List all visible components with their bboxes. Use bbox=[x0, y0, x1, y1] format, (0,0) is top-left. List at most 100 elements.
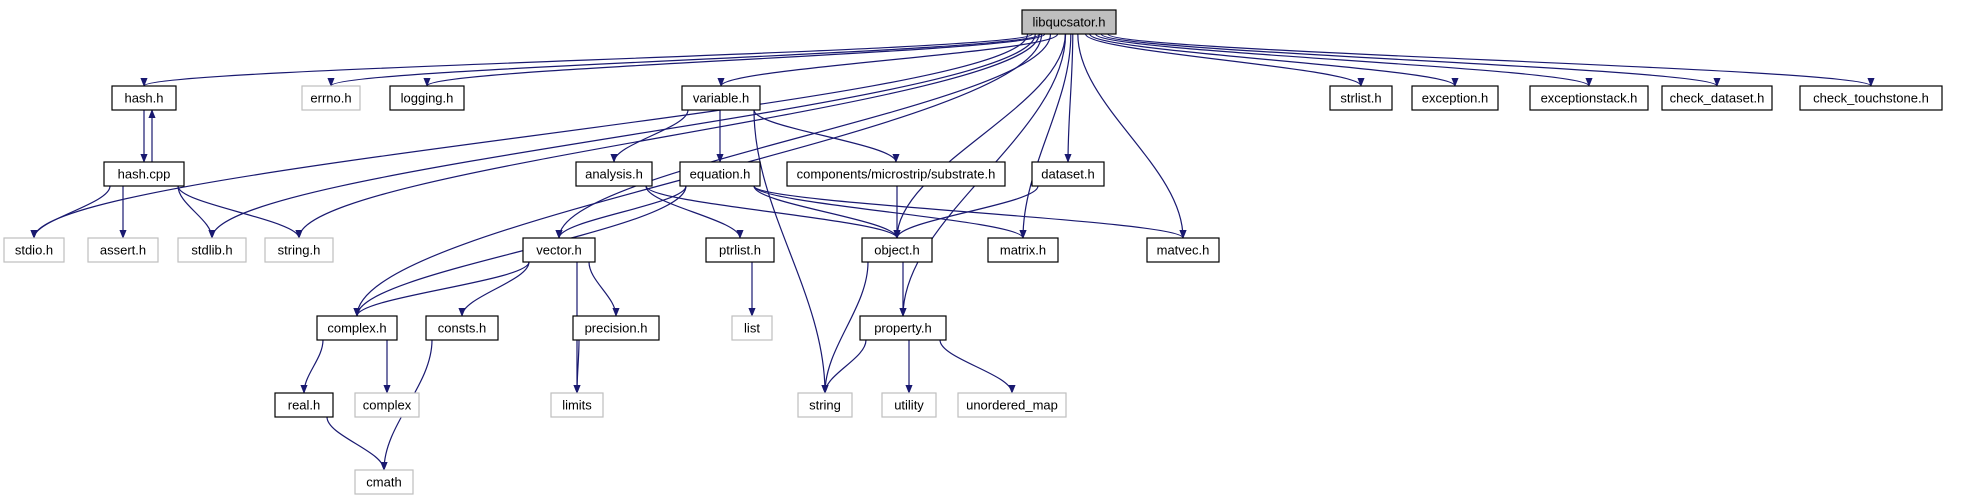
node-box bbox=[731, 315, 773, 341]
node-box bbox=[274, 392, 334, 418]
node-variable-h[interactable]: variable.h bbox=[681, 85, 761, 111]
node-label: vector.h bbox=[536, 243, 582, 258]
edge-libqucsator-to-exceptionstack_h bbox=[1095, 33, 1593, 87]
node-hash-cpp[interactable]: hash.cpp bbox=[103, 161, 185, 187]
node-label: logging.h bbox=[401, 91, 454, 106]
node-label: stdio.h bbox=[15, 243, 53, 258]
node-label: utility bbox=[894, 398, 924, 413]
edge-vector_h-to-consts_h bbox=[458, 261, 530, 317]
node-matvec-h[interactable]: matvec.h bbox=[1146, 237, 1220, 263]
edge-variable_h-to-string bbox=[753, 109, 829, 394]
edge-property_h-to-unordered_map bbox=[939, 339, 1016, 394]
node-label: check_dataset.h bbox=[1670, 91, 1765, 106]
node-label: matvec.h bbox=[1157, 243, 1210, 258]
node-box bbox=[786, 161, 1006, 187]
node-label: hash.cpp bbox=[118, 167, 171, 182]
node-check-touchstone-h[interactable]: check_touchstone.h bbox=[1799, 85, 1943, 111]
node-label: real.h bbox=[288, 398, 321, 413]
edge-libqucsator-to-string_h bbox=[295, 33, 1040, 239]
edge-libqucsator-to-errno_h bbox=[327, 33, 1042, 87]
node-stdlib-h: stdlib.h bbox=[177, 237, 247, 263]
node-logging-h[interactable]: logging.h bbox=[389, 85, 465, 111]
node-box bbox=[705, 237, 775, 263]
edge-analysis_h-to-ptrlist_h bbox=[645, 185, 744, 239]
edge-hash_cpp-to-string_h bbox=[177, 185, 303, 239]
node-label: strlist.h bbox=[1340, 91, 1381, 106]
node-box bbox=[87, 237, 159, 263]
node-ptrlist-h[interactable]: ptrlist.h bbox=[705, 237, 775, 263]
node-box bbox=[861, 237, 933, 263]
node-box bbox=[425, 315, 499, 341]
node-label: unordered_map bbox=[966, 398, 1058, 413]
node-label: ptrlist.h bbox=[719, 243, 761, 258]
node-label: property.h bbox=[874, 321, 932, 336]
node-matrix-h[interactable]: matrix.h bbox=[987, 237, 1059, 263]
node-box bbox=[797, 392, 853, 418]
node-substrate-h[interactable]: components/microstrip/substrate.h bbox=[786, 161, 1006, 187]
node-label: consts.h bbox=[438, 321, 486, 336]
edge-equation_h-to-vector_h bbox=[555, 185, 687, 239]
node-box bbox=[681, 85, 761, 111]
node-analysis-h[interactable]: analysis.h bbox=[575, 161, 653, 187]
edge-libqucsator-to-matrix_h bbox=[1019, 33, 1072, 239]
node-label: limits bbox=[562, 398, 592, 413]
node-label: dataset.h bbox=[1041, 167, 1095, 182]
edge-libqucsator-to-hash_h bbox=[140, 33, 1033, 87]
node-box bbox=[1799, 85, 1943, 111]
node-utility: utility bbox=[881, 392, 937, 418]
edge-libqucsator-to-object_h bbox=[893, 33, 1066, 239]
edge-equation_h-to-object_h bbox=[753, 185, 901, 239]
node-property-h[interactable]: property.h bbox=[859, 315, 947, 341]
node-libqucsator[interactable]: libqucsator.h bbox=[1021, 9, 1117, 35]
edge-libqucsator-to-check_touchstone_h bbox=[1107, 33, 1875, 87]
node-label: stdlib.h bbox=[191, 243, 232, 258]
node-list: list bbox=[731, 315, 773, 341]
node-box bbox=[1021, 9, 1117, 35]
node-label: analysis.h bbox=[585, 167, 643, 182]
node-dataset-h[interactable]: dataset.h bbox=[1031, 161, 1105, 187]
node-box bbox=[177, 237, 247, 263]
edge-precision_h-to-limits bbox=[573, 339, 581, 394]
node-label: check_touchstone.h bbox=[1813, 91, 1929, 106]
node-complex: complex bbox=[354, 392, 420, 418]
node-box bbox=[859, 315, 947, 341]
node-strlist-h[interactable]: strlist.h bbox=[1329, 85, 1393, 111]
node-exceptionstack-h[interactable]: exceptionstack.h bbox=[1529, 85, 1649, 111]
node-real-h[interactable]: real.h bbox=[274, 392, 334, 418]
node-label: hash.h bbox=[124, 91, 163, 106]
node-stdio-h: stdio.h bbox=[3, 237, 65, 263]
node-exception-h[interactable]: exception.h bbox=[1411, 85, 1499, 111]
node-unordered-map: unordered_map bbox=[957, 392, 1067, 418]
node-object-h[interactable]: object.h bbox=[861, 237, 933, 263]
node-box bbox=[1031, 161, 1105, 187]
node-equation-h[interactable]: equation.h bbox=[679, 161, 761, 187]
node-consts-h[interactable]: consts.h bbox=[425, 315, 499, 341]
node-complex-h[interactable]: complex.h bbox=[316, 315, 398, 341]
edge-libqucsator-to-stdio_h bbox=[30, 33, 1029, 239]
node-box bbox=[572, 315, 660, 341]
node-assert-h: assert.h bbox=[87, 237, 159, 263]
edge-hash_cpp-to-stdlib_h bbox=[177, 185, 216, 239]
edge-hash_cpp-to-stdio_h bbox=[30, 185, 111, 239]
node-vector-h[interactable]: vector.h bbox=[522, 237, 596, 263]
node-label: precision.h bbox=[585, 321, 648, 336]
node-box bbox=[1661, 85, 1773, 111]
node-precision-h[interactable]: precision.h bbox=[572, 315, 660, 341]
node-limits: limits bbox=[550, 392, 604, 418]
node-box bbox=[575, 161, 653, 187]
edge-dataset_h-to-object_h bbox=[893, 185, 1039, 239]
node-check-dataset-h[interactable]: check_dataset.h bbox=[1661, 85, 1773, 111]
node-box bbox=[679, 161, 761, 187]
edge-libqucsator-to-exception_h bbox=[1089, 33, 1459, 87]
node-box bbox=[522, 237, 596, 263]
node-box bbox=[389, 85, 465, 111]
node-label: variable.h bbox=[693, 91, 749, 106]
node-hash-h[interactable]: hash.h bbox=[111, 85, 177, 111]
node-box bbox=[957, 392, 1067, 418]
node-box bbox=[316, 315, 398, 341]
edge-equation_h-to-complex_h bbox=[353, 185, 687, 317]
edge-analysis_h-to-object_h bbox=[645, 185, 901, 239]
node-label: matrix.h bbox=[1000, 243, 1046, 258]
